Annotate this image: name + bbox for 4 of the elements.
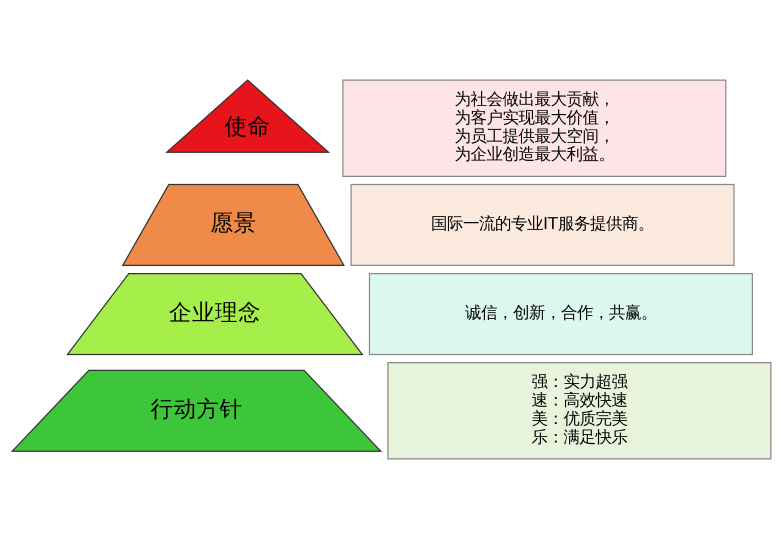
node-box: 诚信，创新，合作，共赢。	[368, 272, 753, 356]
node-box: 强：实力超强 速：高效快速 美：优质完美 乐：满足快乐	[387, 362, 772, 460]
node-box: 国际一流的专业IT服务提供商。	[350, 184, 735, 266]
node-box: 为社会做出最大贡献，为客户实现最大价值，为员工提供最大空间，为企业创造最大利益。	[342, 79, 726, 177]
